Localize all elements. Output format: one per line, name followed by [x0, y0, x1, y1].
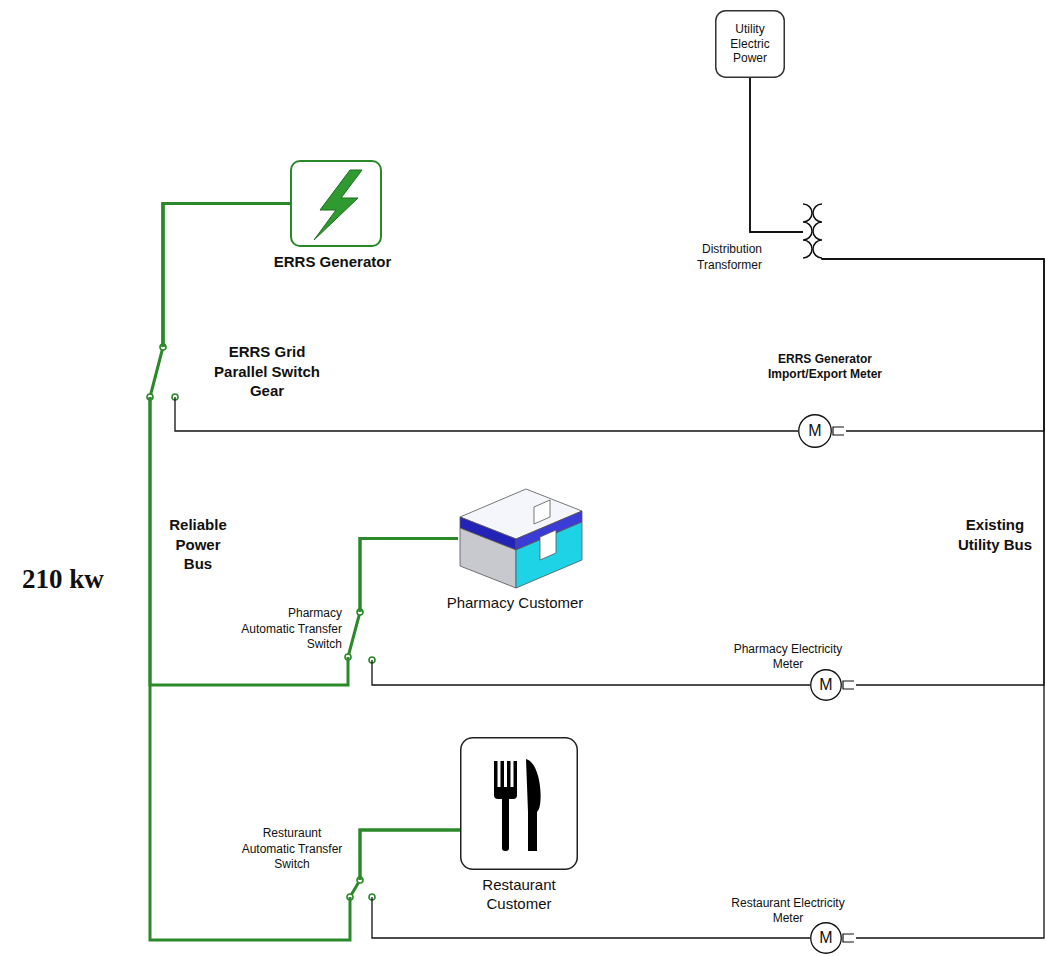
wire-segment [360, 539, 458, 613]
shape-outline [798, 414, 846, 448]
wire-segment [750, 78, 803, 232]
shape-outline [460, 737, 578, 870]
wire-connector [163, 204, 798, 432]
wire-connector [750, 78, 1044, 431]
meter-plug [843, 934, 854, 942]
fork-handle [502, 795, 509, 851]
diagram-node: M Restaurant Electricity Meter [700, 896, 870, 954]
switch-contacts [147, 344, 375, 900]
node-shape: M [798, 414, 846, 448]
node-shape: M [810, 669, 856, 701]
node-shape [458, 487, 583, 590]
diagram-label: 210 kw [22, 562, 132, 597]
wire-segment [163, 204, 290, 348]
restaurant-box [461, 738, 578, 870]
knife [526, 759, 541, 851]
node-shape [290, 160, 382, 247]
wire-segment [360, 830, 460, 880]
meter-circle [799, 415, 832, 448]
node-label: Restaurant Customer [460, 876, 578, 914]
building-face [460, 528, 516, 588]
meter-symbol: M [808, 421, 821, 440]
wire-segment [163, 204, 290, 348]
wire-connector [150, 204, 460, 941]
diagram-label: Pharmacy Automatic Transfer Switch [240, 606, 342, 653]
wire-segment [750, 78, 803, 232]
diagram-label: Reliable Power Bus [160, 515, 236, 574]
diagram-node: ERRS Generator [240, 160, 425, 272]
switch-blade [150, 347, 163, 397]
diagram-node: Pharmacy Customer [410, 485, 620, 613]
wire-segment [163, 204, 290, 348]
diagram-node: M Pharmacy Electricity Meter [700, 642, 870, 701]
meter-circle [811, 670, 842, 701]
pharmacy-building [460, 489, 582, 588]
shape-outline [810, 669, 856, 701]
switch-blades [150, 347, 360, 897]
text-holder: M [810, 922, 842, 954]
wire-segment [175, 397, 798, 431]
fork-knife-icon [494, 759, 541, 851]
building-face [516, 522, 582, 588]
switch-blade [348, 612, 360, 657]
node-label: Restaurant Electricity Meter [723, 896, 853, 926]
transformer-symbol [803, 204, 822, 260]
generator-box [291, 161, 381, 246]
diagram-node: Utility Electric Power [715, 10, 785, 78]
meter-plug [833, 427, 844, 435]
building-face [534, 500, 550, 524]
diagram-label: ERRS Grid Parallel Switch Gear [211, 342, 323, 401]
secondary-coil [813, 204, 822, 258]
wire-connector [750, 78, 1044, 685]
node-label: Utility Electric Power [719, 22, 781, 65]
lightning-bolt [314, 170, 362, 240]
node-label: Pharmacy Customer [410, 594, 620, 613]
shape-outline [458, 487, 583, 590]
diagram-node: Restaurant Customer [440, 737, 600, 914]
node-label: Pharmacy Electricity Meter [723, 642, 853, 672]
wire-segment [372, 660, 810, 685]
wire-segment [822, 259, 1044, 431]
meter-symbol: M [819, 928, 832, 947]
text-holder: Utility Electric Power [715, 10, 785, 78]
wire-segment [360, 539, 458, 613]
node-shape [460, 737, 578, 870]
shape-outline [810, 922, 856, 954]
wire-segment [150, 397, 350, 940]
diagram-node: M ERRS Generator Import/Export Meter [740, 352, 910, 448]
wire-connector [150, 204, 458, 686]
source-box [716, 11, 785, 78]
building-face [540, 530, 556, 560]
wire-segment [822, 259, 1044, 685]
text-holder: M [810, 669, 842, 701]
node-label: ERRS Generator [240, 253, 425, 272]
wire-connector [360, 539, 810, 686]
meter-plug [843, 681, 854, 689]
wire-segment [750, 78, 803, 232]
text-holder: M [798, 414, 832, 448]
wire-connector [750, 78, 1044, 938]
diagram-label: Distribution Transformer [668, 242, 762, 273]
node-shape: Utility Electric Power [715, 10, 785, 78]
primary-coil [803, 204, 812, 258]
wire-connector [360, 830, 810, 938]
wire-segment [360, 830, 460, 880]
wire-segment [150, 397, 348, 685]
node-label: ERRS Generator Import/Export Meter [760, 352, 890, 382]
meter-symbol: M [819, 675, 832, 694]
shape-outline [290, 160, 382, 247]
node-shape: M [810, 922, 856, 954]
meter-circle [811, 923, 842, 954]
diagram-label: Resturaunt Automatic Transfer Switch [240, 826, 344, 873]
diagram-label: Existing Utility Bus [955, 515, 1035, 554]
